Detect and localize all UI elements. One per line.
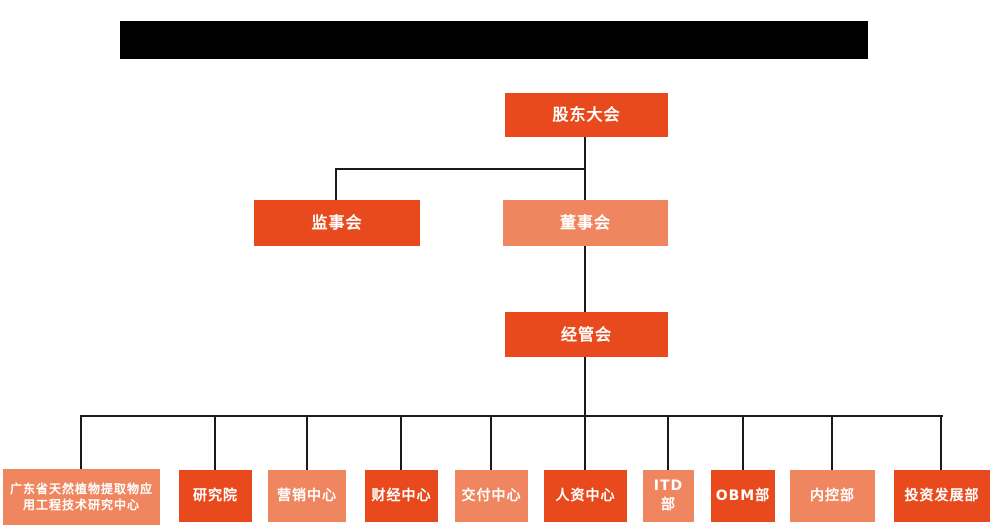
org-node-label: 人资中心 xyxy=(555,487,616,504)
connector-line xyxy=(490,415,492,470)
org-node-hr-center: 人资中心 xyxy=(544,470,627,522)
connector-line xyxy=(584,246,586,312)
connector-line xyxy=(400,415,402,470)
org-node-label: 投资发展部 xyxy=(904,487,980,504)
org-node-label: 股东大会 xyxy=(552,105,621,125)
org-node-label: 广东省天然植物提取物应用工程技术研究中心 xyxy=(9,481,153,512)
org-node-label: 内控部 xyxy=(810,487,855,504)
org-node-delivery-center: 交付中心 xyxy=(455,470,528,522)
org-node-obm-dept: OBM部 xyxy=(711,470,775,522)
org-node-label: 董事会 xyxy=(559,213,611,233)
connector-line xyxy=(335,168,337,201)
connector-line xyxy=(667,415,669,470)
org-node-label: 研究院 xyxy=(193,487,238,504)
org-node-supervisory-board: 监事会 xyxy=(254,200,420,246)
connector-line xyxy=(214,415,216,470)
org-node-shareholders-meeting: 股东大会 xyxy=(505,93,668,137)
connector-line xyxy=(584,357,586,416)
org-node-internal-control-dept: 内控部 xyxy=(790,470,875,522)
connector-line xyxy=(80,415,943,417)
org-node-label: 交付中心 xyxy=(461,487,522,504)
connector-line xyxy=(335,168,586,170)
org-node-finance-center: 财经中心 xyxy=(365,470,438,522)
connector-line xyxy=(584,415,586,470)
connector-line xyxy=(831,415,833,470)
org-node-label: 监事会 xyxy=(311,213,363,233)
org-node-label: 营销中心 xyxy=(277,487,337,504)
org-node-label: ITD部 xyxy=(653,478,684,513)
connector-line xyxy=(742,415,744,470)
org-node-label: OBM部 xyxy=(715,487,771,504)
connector-line xyxy=(940,415,942,470)
org-node-itd-dept: ITD部 xyxy=(643,470,694,522)
connector-line xyxy=(306,415,308,470)
org-node-label: 经管会 xyxy=(560,324,612,344)
redacted-title-bar xyxy=(120,21,868,59)
org-node-investment-dev-dept: 投资发展部 xyxy=(894,470,990,522)
org-node-board-of-directors: 董事会 xyxy=(503,200,668,246)
org-node-management-committee: 经管会 xyxy=(505,312,668,357)
org-node-label: 财经中心 xyxy=(371,487,432,504)
org-node-marketing-center: 营销中心 xyxy=(268,470,346,522)
org-node-research-institute: 研究院 xyxy=(179,470,252,522)
org-node-gd-plant-extract-research-center: 广东省天然植物提取物应用工程技术研究中心 xyxy=(3,469,160,525)
connector-line xyxy=(80,415,82,470)
